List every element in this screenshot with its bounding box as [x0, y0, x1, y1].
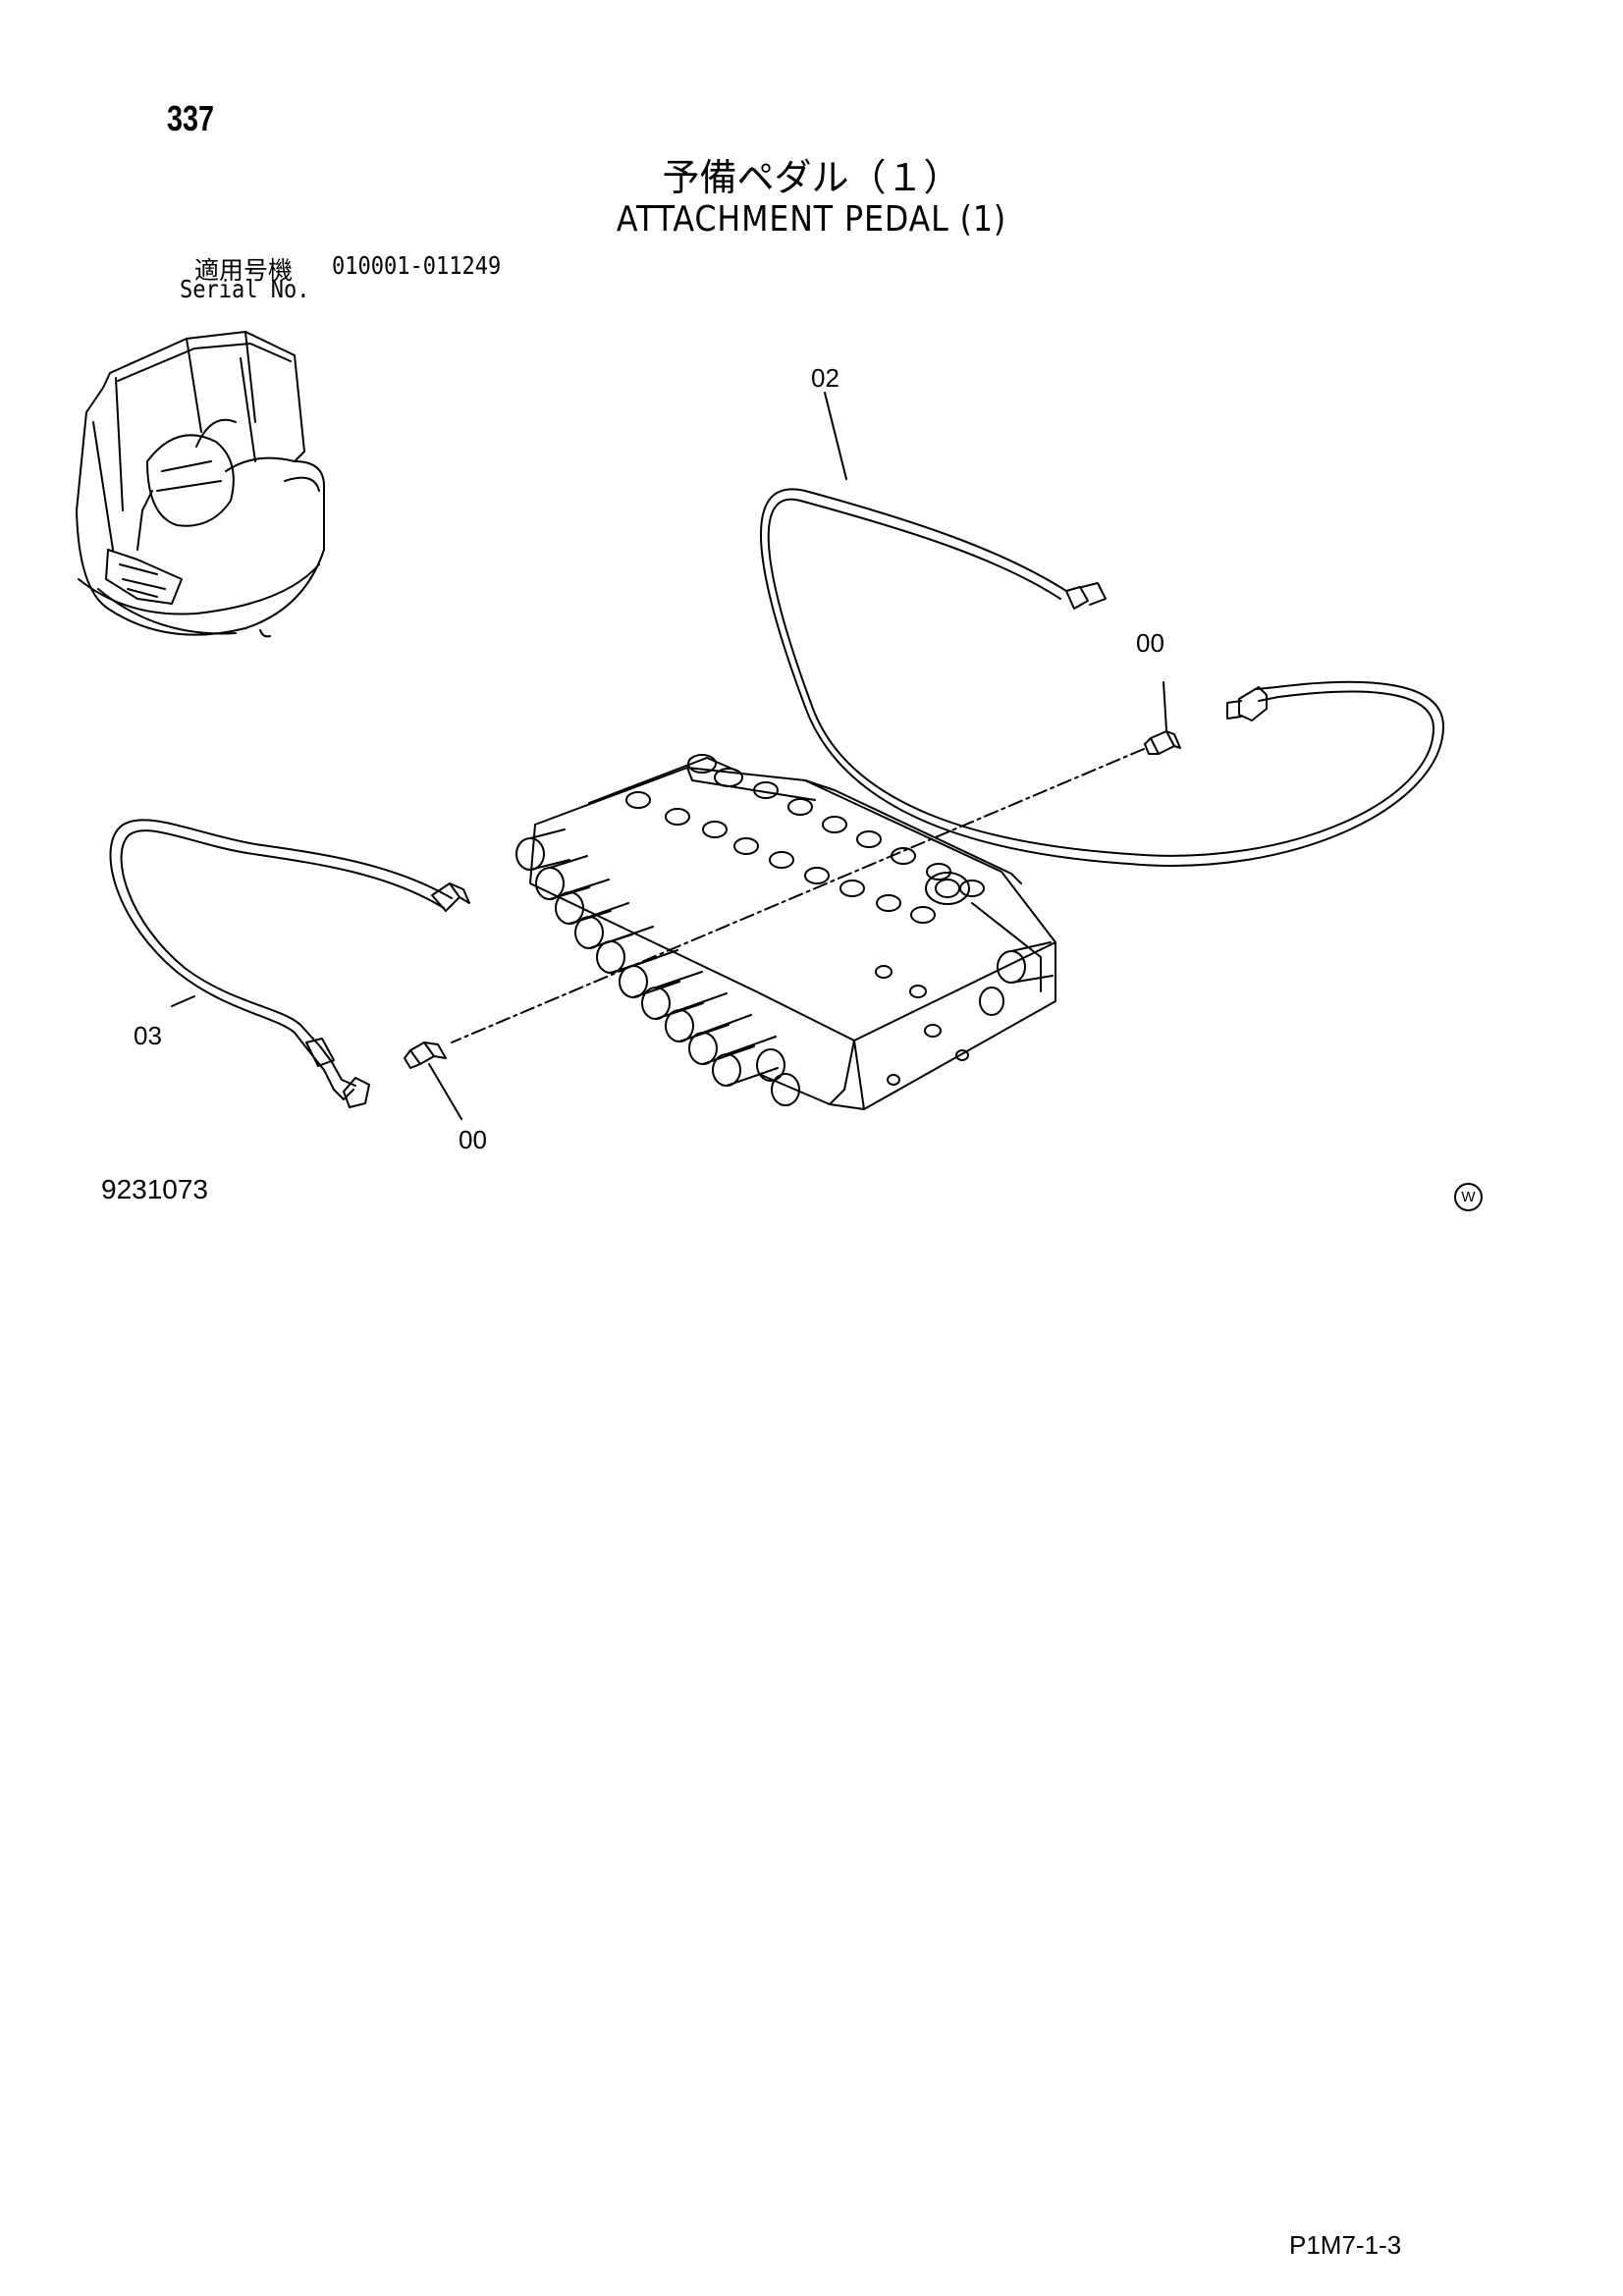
page-code: P1M7-1-3	[1289, 2230, 1402, 2260]
callout-00-bottom: 00	[459, 1125, 487, 1154]
serial-range: 010001-011249	[332, 251, 502, 280]
serial-label-japanese: 適用号機	[194, 256, 294, 285]
parts-diagram: 02 00 03 00	[76, 331, 1444, 1154]
machine-locator-illustration	[76, 331, 325, 638]
callout-02: 02	[811, 363, 839, 393]
page-number: 337	[167, 98, 215, 138]
callout-03: 03	[134, 1021, 162, 1050]
w-mark-icon: W	[1454, 1183, 1483, 1211]
callout-00-top: 00	[1136, 628, 1164, 658]
hose-03	[109, 819, 470, 1108]
title-english: ATTACHMENT PEDAL (1)	[616, 199, 1007, 240]
control-valve	[515, 754, 1056, 1110]
title-japanese: 予備ペダル（１）	[662, 156, 961, 199]
hose-02	[760, 488, 1444, 867]
fitting-00-bottom	[404, 1041, 462, 1120]
serial-label-english: Serial No.	[180, 275, 310, 303]
figure-number: 9231073	[101, 1174, 209, 1204]
fitting-00-top	[1144, 681, 1181, 755]
